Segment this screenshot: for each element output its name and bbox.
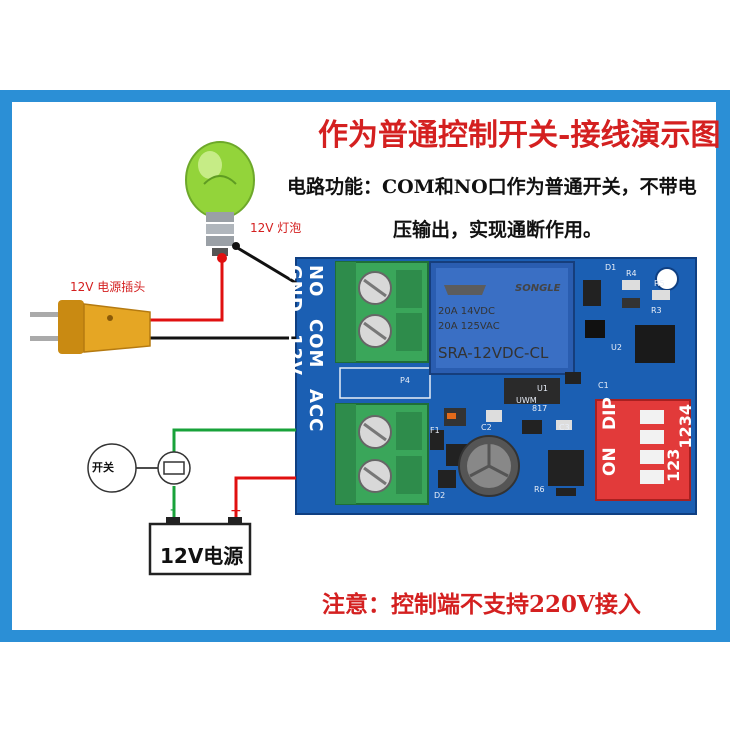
dip-numbers-top: 1234 [676, 404, 695, 449]
components [430, 280, 675, 497]
pin-no: NO [305, 265, 326, 298]
silk-C1: C1 [598, 381, 609, 390]
silk-D2: D2 [434, 491, 445, 500]
dip-dip-label: DIP [600, 397, 620, 430]
warning-text: 注意：控制端不支持220V接入 [322, 591, 641, 618]
relay-spec-2: 20A 125VAC [438, 321, 500, 332]
silk-D1: D1 [605, 263, 616, 272]
silk-R4: R4 [626, 269, 637, 278]
terminal-block-bottom [335, 403, 429, 505]
relay-board [295, 257, 697, 515]
dip-on-label: ON [600, 447, 620, 476]
plug-label: 12V 电源插头 [70, 280, 146, 294]
wire-gnd [172, 428, 296, 453]
silkscreen-labels: D1 R4 R5 R3 U2 P4 U1 UWM 817 F1 C2 C3 C1… [400, 263, 665, 500]
power-plug-icon [30, 300, 151, 354]
pin-labels: NO COM ACC GND 12V [284, 265, 326, 513]
relay-logo [444, 285, 486, 295]
dip-numbers-bottom: 123 [664, 448, 683, 482]
description-line-1: 电路功能：COM和NO口作为普通开关，不带电 [287, 176, 697, 198]
pin-gnd: GND [284, 265, 305, 313]
relay [429, 261, 575, 375]
relay-spec-1: 20A 14VDC [438, 306, 495, 317]
switch-icon [87, 443, 191, 493]
bulb-label: 12V 灯泡 [250, 221, 302, 235]
silk-817: 817 [532, 404, 547, 413]
silk-R5: R5 [654, 279, 665, 288]
silk-F1: F1 [430, 426, 440, 435]
dip-toggle [640, 470, 664, 484]
silk-UWM: UWM [516, 396, 537, 405]
wire-12v [234, 476, 296, 524]
battery-minus-sign: - [170, 502, 175, 518]
silk-C2: C2 [481, 423, 492, 432]
relay-model: SRA-12VDC-CL [438, 344, 549, 362]
optocoupler [504, 378, 560, 404]
wire-bulb-no [235, 245, 297, 285]
battery-icon: - + [148, 502, 252, 576]
battery-plus-sign: + [230, 503, 242, 519]
page-title: 作为普通控制开关-接线演示图 [318, 118, 721, 153]
silk-R6: R6 [534, 485, 545, 494]
ic-chip [635, 325, 675, 363]
dip-toggle [640, 430, 664, 444]
dip-toggle [640, 450, 664, 464]
regulator [548, 450, 584, 486]
pin-12v: 12V [284, 334, 305, 377]
wires [134, 245, 297, 524]
silk-R3: R3 [651, 306, 662, 315]
switch-label: 开关 [92, 461, 114, 474]
silk-U1: U1 [537, 384, 548, 393]
silk-U2: U2 [611, 343, 622, 352]
terminal-block-top [335, 261, 429, 363]
dip-toggle [640, 410, 664, 424]
wire-bulb-plug [150, 258, 224, 322]
silk-C3: C3 [559, 423, 570, 432]
description-line-2: 压输出，实现通断作用。 [393, 219, 603, 241]
dip-switch [595, 399, 691, 501]
pin-acc: ACC [305, 389, 326, 433]
relay-brand: SONGLE [515, 283, 561, 294]
light-bulb-icon [185, 141, 255, 263]
power-label: 12V电源 [160, 544, 244, 568]
silk-P4: P4 [400, 376, 410, 385]
pin-com: COM [305, 318, 326, 369]
